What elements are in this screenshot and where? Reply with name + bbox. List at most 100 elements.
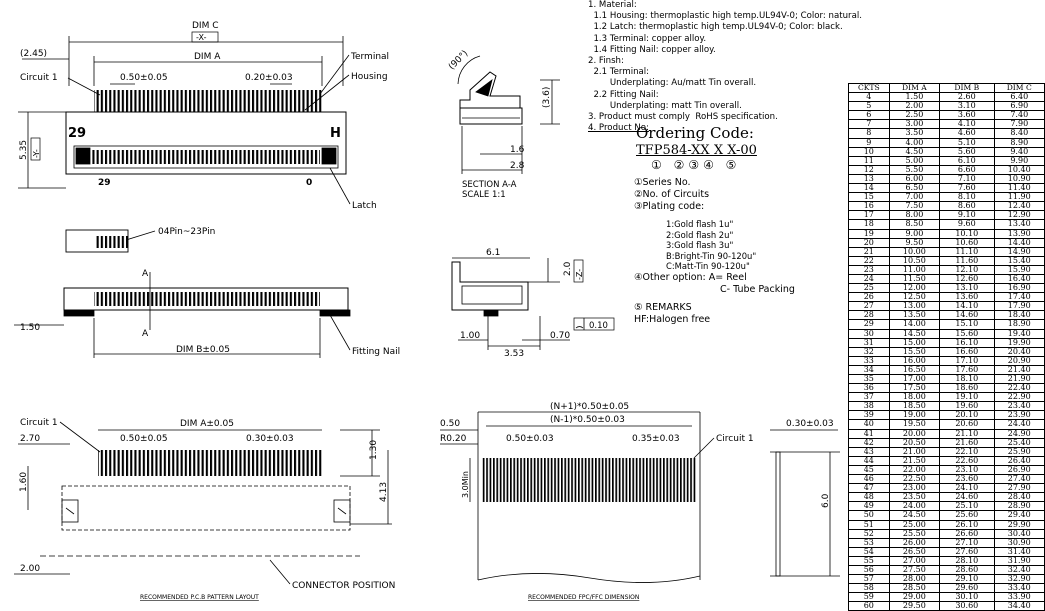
note-line: 4. Product No: [588, 123, 649, 134]
table-cell: 42 [848, 437, 890, 448]
dim-c-label: DIM C [192, 21, 219, 31]
table-cell: 15.40 [993, 255, 1045, 266]
fpc-n-minus-1: (N-1)*0.50±0.03 [550, 415, 625, 425]
plating-3: 3:Gold flash 3u" [666, 240, 734, 251]
table-cell: 18.10 [939, 373, 995, 385]
fitting-nail-label: Fitting Nail [352, 347, 400, 357]
datum-x: -X- [196, 33, 207, 42]
table-cell: 19.60 [939, 401, 995, 412]
table-cell: 24.40 [993, 419, 1045, 430]
section-title: SECTION A-A [462, 180, 517, 190]
section-a-bottom: A [142, 329, 149, 339]
table-cell: 19.10 [939, 392, 995, 403]
table-cell: 5.60 [939, 146, 995, 157]
table-cell: 8.90 [993, 137, 1045, 148]
table-cell: 17.90 [993, 301, 1045, 312]
fpc-pitch2: 0.35±0.03 [632, 434, 680, 444]
table-cell: 24.50 [888, 510, 941, 521]
table-cell: 11.00 [888, 264, 941, 275]
table-cell: 22.90 [993, 392, 1045, 403]
fpc-r020: R0.20 [440, 434, 467, 444]
table-cell: 20.00 [888, 428, 941, 439]
option-series: ①Series No. [634, 177, 691, 188]
table-cell: 3.50 [888, 128, 941, 139]
table-cell: 21.00 [888, 446, 941, 457]
option-tube: C- Tube Packing [720, 283, 795, 295]
table-cell: 21.60 [939, 437, 995, 448]
table-cell: 2.00 [888, 101, 941, 112]
table-cell: 7.40 [993, 110, 1045, 121]
table-cell: 23.50 [888, 492, 941, 503]
table-cell: 16.00 [888, 355, 941, 366]
material-notes: 1. Material: 1.1 Housing: thermoplastic … [588, 0, 862, 134]
fpc-pitch1: 0.50±0.03 [506, 434, 554, 444]
table-cell: 10.10 [939, 228, 995, 239]
table-cell: 23.00 [888, 483, 941, 494]
table-cell: 10.60 [939, 237, 995, 248]
fpc-n-plus-1: (N+1)*0.50±0.05 [550, 402, 629, 412]
pcb-pitch1: 0.50±0.05 [120, 434, 168, 444]
table-cell: 3.60 [939, 110, 995, 121]
table-cell: 26.00 [888, 537, 941, 548]
table-cell: 8.40 [993, 128, 1045, 139]
fpc-0-30: 0.30±0.03 [786, 419, 834, 429]
table-cell: 20.50 [888, 437, 941, 448]
dim-6-1: 6.1 [486, 248, 500, 258]
table-cell: 52 [848, 528, 890, 539]
plating-1: 1:Gold flash 1u" [666, 219, 734, 229]
table-cell: 50 [848, 510, 890, 521]
note-line: 1. Material: [588, 0, 637, 10]
table-cell: 43 [848, 446, 890, 457]
table-cell: 25.90 [993, 446, 1045, 457]
table-cell: 20 [848, 237, 890, 248]
table-cell: 26.10 [939, 519, 995, 530]
pcb-1-60: 1.60 [19, 472, 29, 492]
table-cell: 34.40 [993, 601, 1045, 611]
table-cell: 41 [848, 428, 890, 439]
note-line: 1.1 Housing: thermoplastic high temp.UL9… [588, 11, 862, 22]
table-cell: 21.50 [888, 455, 941, 466]
pitch-020: 0.20±0.03 [245, 73, 293, 83]
table-cell: 9.00 [888, 228, 941, 239]
table-cell: 25.50 [888, 528, 941, 539]
option-reel: ④Other option: A= Reel [634, 271, 747, 283]
table-cell: 19.00 [888, 410, 941, 421]
dim-3-53: 3.53 [504, 349, 524, 359]
table-cell: 21.40 [993, 364, 1045, 376]
table-cell: 15.10 [939, 319, 995, 330]
note-line: 1.4 Fitting Nail: copper alloy. [588, 44, 716, 55]
table-cell: 31.40 [993, 546, 1045, 557]
dim-0-70: 0.70 [550, 331, 570, 341]
table-cell: 2.50 [888, 110, 941, 121]
table-cell: 19.50 [888, 419, 941, 430]
table-cell: 13.60 [939, 292, 995, 303]
table-cell: 27.10 [939, 537, 995, 548]
pcb-circuit1: Circuit 1 [20, 418, 58, 428]
table-cell: 9 [848, 137, 890, 148]
table-cell: 12.00 [888, 283, 941, 294]
option-circuits: ②No. of Circuits [634, 189, 710, 200]
table-cell: 18.40 [993, 310, 1045, 321]
dim-a-label: DIM A [194, 52, 221, 62]
table-cell: 23.40 [993, 401, 1045, 412]
table-cell: 23.90 [993, 410, 1045, 421]
table-cell: 9.50 [888, 237, 941, 248]
table-cell: 15.00 [888, 337, 941, 348]
table-cell: 19.40 [993, 328, 1045, 339]
table-cell: 54 [848, 546, 890, 557]
